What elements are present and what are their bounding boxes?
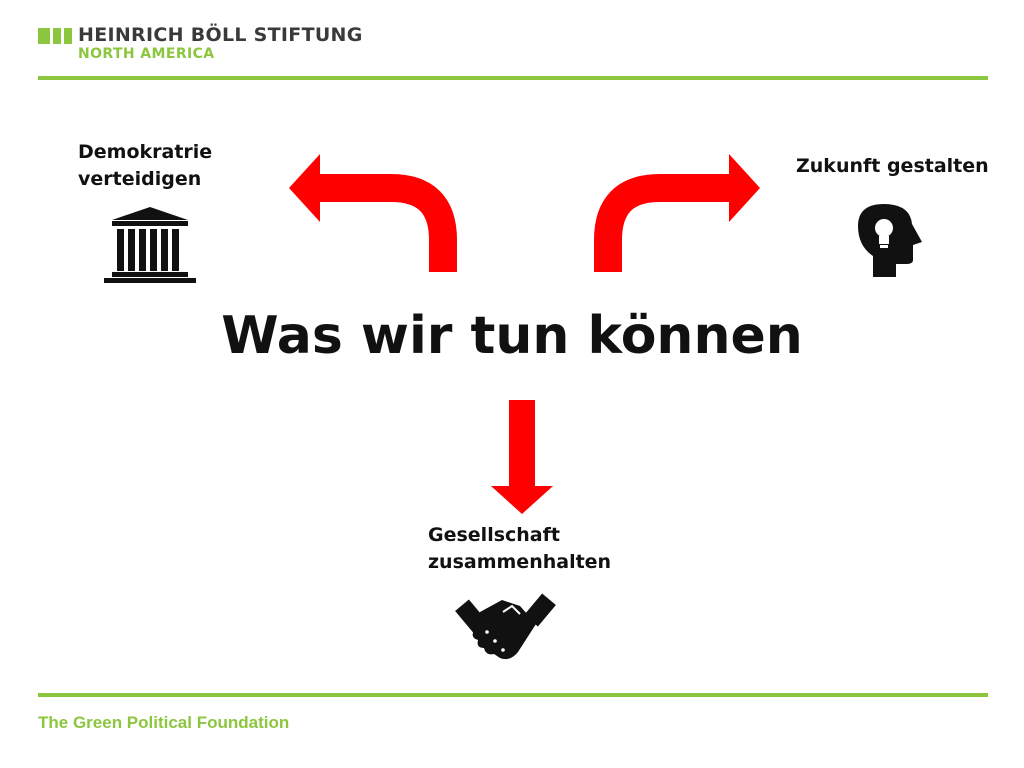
brand-subtitle: NORTH AMERICA [78,46,215,62]
arrow-to-right-node [594,154,760,272]
arrow-to-bottom-node [491,400,553,514]
node-label-society: Gesellschaft zusammenhalten [428,524,612,573]
footer-tagline: The Green Political Foundation [38,713,290,732]
header-divider [38,76,988,80]
arrow-to-left-node [289,154,457,272]
head-lightbulb-icon [858,204,922,277]
logo-mark [38,28,74,44]
node-label-future: Zukunft gestalten [796,155,989,177]
parliament-building-icon [104,207,196,283]
footer-divider [38,693,988,697]
handshake-icon [455,593,556,660]
brand-name: HEINRICH BÖLL STIFTUNG [78,24,363,46]
center-title: Was wir tun können [221,306,803,366]
node-label-democracy: Demokratrie verteidigen [78,141,213,190]
